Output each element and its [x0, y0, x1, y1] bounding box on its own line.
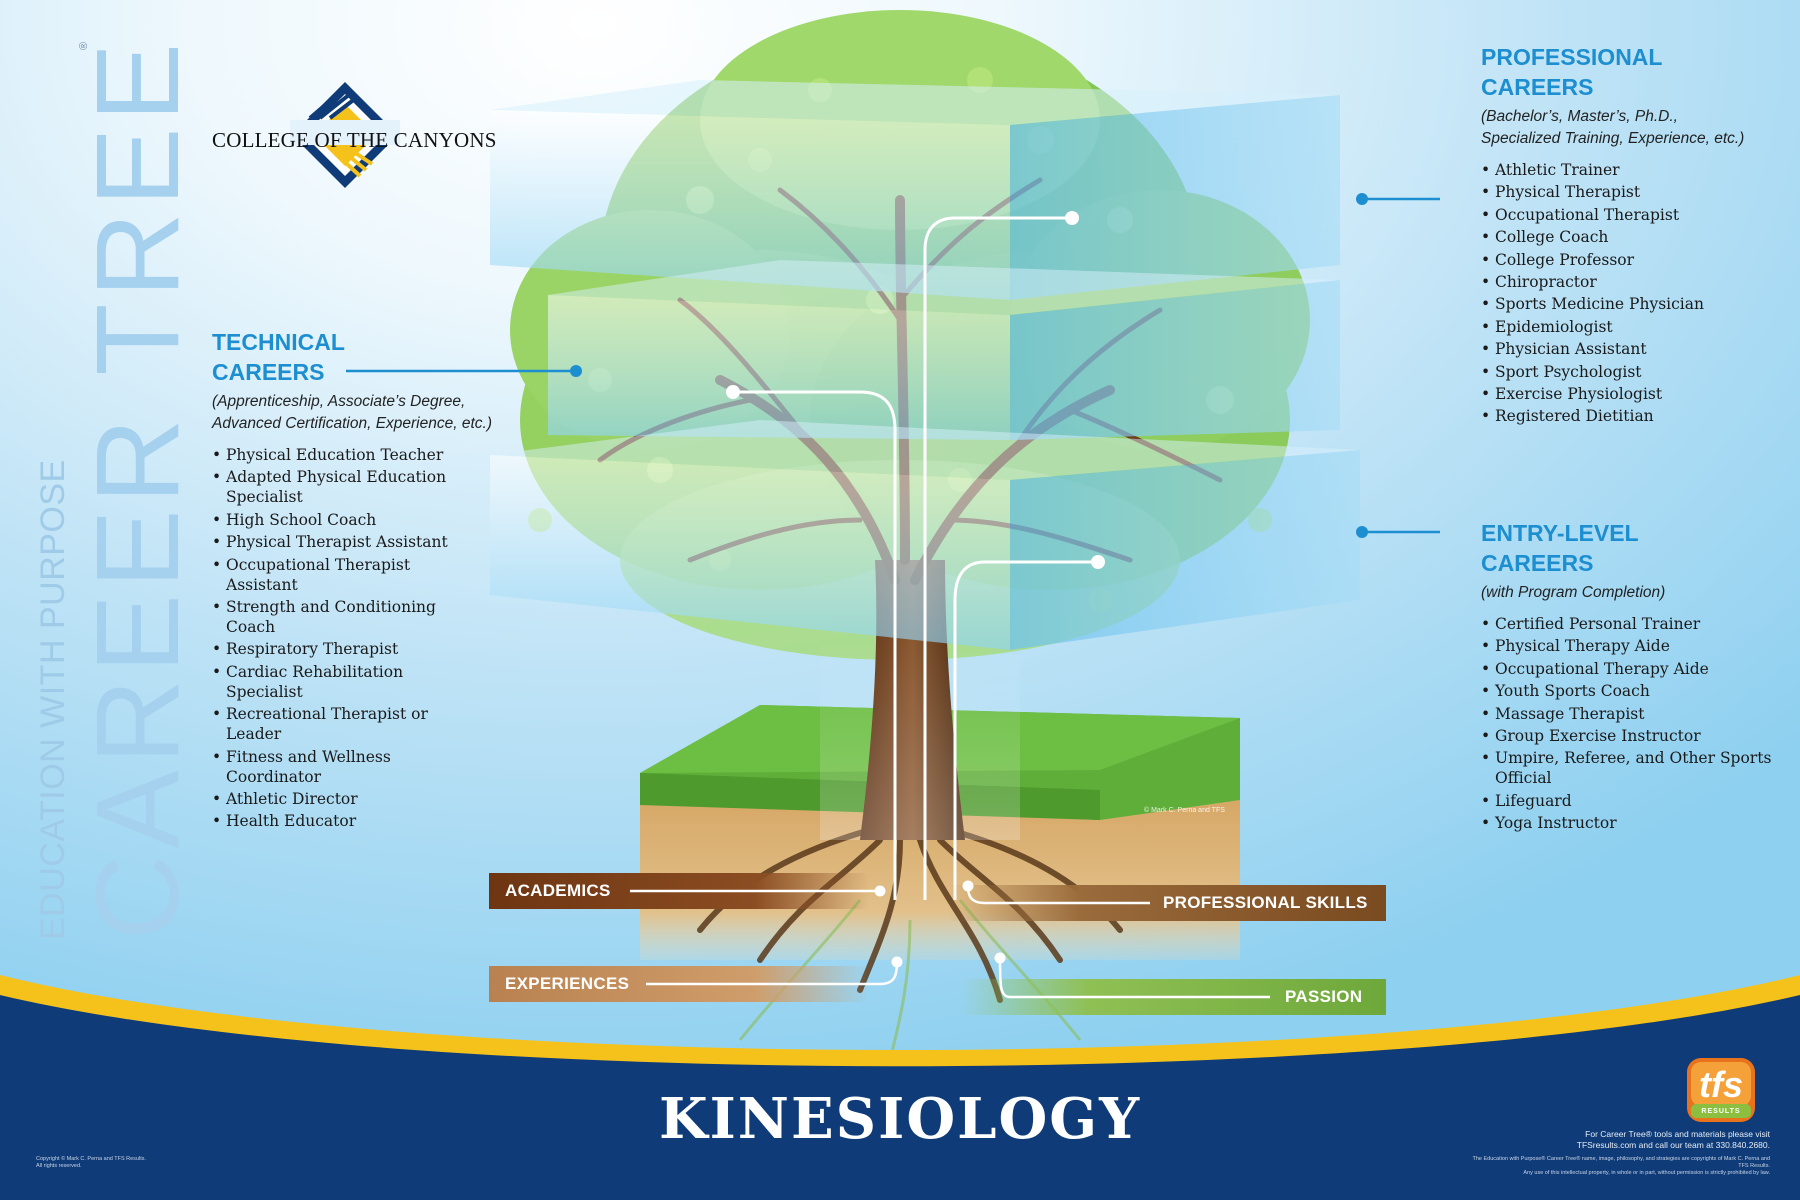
list-item: High School Coach [212, 510, 472, 530]
list-item: Exercise Physiologist [1481, 384, 1791, 404]
list-item: Recreational Therapist or Leader [212, 704, 472, 744]
root-label-professional-skills: PROFESSIONAL SKILLS [1163, 893, 1368, 912]
entry-sub-line1: (with Program Completion) [1481, 584, 1666, 601]
technical-title-line1: TECHNICAL [212, 329, 345, 355]
professional-title-line1: PROFESSIONAL [1481, 44, 1663, 70]
tfs-info-line2: TFSresults.com and call our team at 330.… [1576, 1139, 1770, 1150]
list-item: Physical Education Teacher [212, 445, 472, 465]
fine-print-left-line1: Copyright © Mark C. Perna and TFS Result… [36, 1156, 147, 1162]
college-name: COLLEGE OF THE CANYONS [212, 128, 497, 152]
vertical-title-block: EDUCATION WITH PURPOSE CAREER TREE ® [34, 36, 234, 940]
fine-print-right-line1: The Education with Purpose® Career Tree®… [1472, 1156, 1770, 1169]
list-item: Youth Sports Coach [1481, 681, 1781, 701]
fine-print-right: The Education with Purpose® Career Tree®… [1470, 1156, 1770, 1177]
registered-mark: ® [78, 41, 90, 50]
list-item: Group Exercise Instructor [1481, 726, 1781, 746]
tfs-info-line1: For Career Tree® tools and materials ple… [1585, 1129, 1770, 1139]
fine-print-right-line2: Any use of this intellectual property, i… [1523, 1170, 1770, 1176]
list-item: Occupational Therapist [1481, 205, 1791, 225]
list-item: Physician Assistant [1481, 339, 1791, 359]
list-item: College Professor [1481, 250, 1791, 270]
list-item: Occupational Therapist Assistant [212, 555, 472, 595]
professional-list: Athletic Trainer Physical Therapist Occu… [1481, 160, 1791, 426]
fine-print-left: Copyright © Mark C. Perna and TFS Result… [36, 1156, 236, 1170]
entry-section: ENTRY-LEVEL CAREERS (with Program Comple… [1481, 518, 1791, 836]
list-item: Respiratory Therapist [212, 639, 472, 659]
technical-title-line2: CAREERS [212, 359, 325, 385]
list-item: Physical Therapist Assistant [212, 532, 472, 552]
root-label-academics: ACADEMICS [505, 881, 611, 900]
list-item: Sports Medicine Physician [1481, 294, 1791, 314]
technical-sub-line2: Advanced Certification, Experience, etc.… [212, 415, 492, 432]
slab-entry [490, 420, 1360, 650]
professional-sub-line2: Specialized Training, Experience, etc.) [1481, 130, 1745, 147]
subtitle-vertical: EDUCATION WITH PURPOSE [34, 459, 72, 940]
tfs-info: For Career Tree® tools and materials ple… [1560, 1129, 1770, 1150]
list-item: Yoga Instructor [1481, 813, 1781, 833]
list-item: Fitness and Wellness Coordinator [212, 747, 472, 787]
list-item: Lifeguard [1481, 791, 1781, 811]
list-item: Cardiac Rehabilitation Specialist [212, 662, 472, 702]
list-item: Epidemiologist [1481, 317, 1791, 337]
tfs-logo-sub: RESULTS [1701, 1108, 1741, 1115]
root-label-passion: PASSION [1285, 987, 1363, 1006]
title-vertical: CAREER TREE [72, 36, 204, 940]
footer-title: KINESIOLOGY [658, 1086, 1142, 1152]
fine-print-left-line2: All rights reserved. [36, 1163, 82, 1169]
list-item: Sport Psychologist [1481, 362, 1791, 382]
list-item: College Coach [1481, 227, 1791, 247]
list-item: Health Educator [212, 811, 472, 831]
list-item: Registered Dietitian [1481, 406, 1791, 426]
list-item: Occupational Therapy Aide [1481, 659, 1781, 679]
list-item: Athletic Director [212, 789, 472, 809]
professional-section: PROFESSIONAL CAREERS (Bachelor’s, Master… [1481, 42, 1791, 429]
list-item: Athletic Trainer [1481, 160, 1791, 180]
list-item: Physical Therapy Aide [1481, 636, 1781, 656]
college-logo-icon [290, 82, 400, 188]
list-item: Adapted Physical Education Specialist [212, 467, 472, 507]
tfs-logo-icon: tfs RESULTS [1685, 1056, 1757, 1124]
entry-list: Certified Personal Trainer Physical Ther… [1481, 614, 1781, 833]
list-item: Chiropractor [1481, 272, 1791, 292]
technical-list: Physical Education Teacher Adapted Physi… [212, 445, 472, 831]
entry-title-line2: CAREERS [1481, 550, 1594, 576]
root-label-experiences: EXPERIENCES [505, 974, 630, 993]
entry-title-line1: ENTRY-LEVEL [1481, 520, 1639, 546]
list-item: Strength and Conditioning Coach [212, 597, 472, 637]
professional-sub-line1: (Bachelor’s, Master’s, Ph.D., [1481, 108, 1678, 125]
list-item: Umpire, Referee, and Other Sports Offici… [1481, 748, 1781, 788]
list-item: Physical Therapist [1481, 182, 1791, 202]
professional-title-line2: CAREERS [1481, 74, 1594, 100]
technical-section: TECHNICAL CAREERS (Apprenticeship, Assoc… [212, 327, 512, 834]
list-item: Massage Therapist [1481, 704, 1781, 724]
technical-sub-line1: (Apprenticeship, Associate’s Degree, [212, 393, 466, 410]
navy-band [0, 995, 1800, 1200]
slab-professional [490, 80, 1340, 300]
slab-technical [548, 260, 1340, 440]
tree-copyright: © Mark C. Perna and TFS [1144, 807, 1225, 814]
tfs-logo-text: tfs [1699, 1064, 1743, 1105]
list-item: Certified Personal Trainer [1481, 614, 1781, 634]
